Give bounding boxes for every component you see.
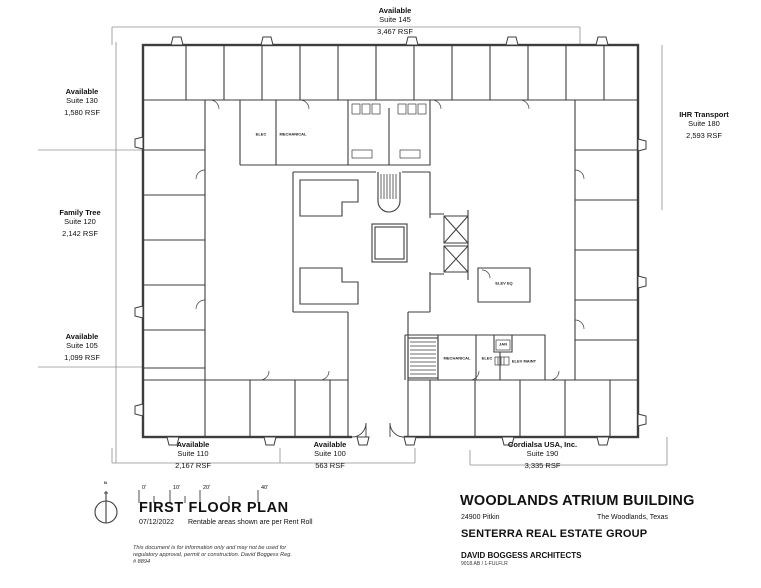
- suite-name: Available: [176, 440, 210, 449]
- rentable-areas-note: Rentable areas shown are per Rent Roll: [188, 519, 313, 526]
- suite-rsf: 3,335 RSF: [524, 461, 561, 470]
- room-label-mechanical-2: MECHANICAL: [443, 355, 471, 361]
- suite-name: Available: [313, 440, 347, 449]
- interior-walls: [143, 45, 638, 437]
- suite-number: Suite 145: [379, 15, 411, 24]
- scale-tick-0: 0': [142, 485, 147, 491]
- scale-tick-40: 40': [261, 485, 269, 491]
- room-label-elev-maint: ELEV MAINT: [511, 358, 537, 364]
- suite-number: Suite 100: [314, 449, 346, 458]
- suite-label-180: IHR Transport Suite 180 2,593 RSF: [652, 110, 756, 140]
- suite-label-105: Available Suite 105 1,099 RSF: [32, 332, 132, 362]
- suite-rsf: 3,467 RSF: [377, 27, 413, 36]
- plan-title: FIRST FLOOR PLAN: [139, 500, 289, 516]
- suite-rsf: 2,593 RSF: [686, 131, 722, 140]
- room-label-elec: ELEC: [255, 131, 267, 137]
- stairs: [377, 172, 439, 379]
- room-label-mechanical: MECHANICAL: [279, 131, 307, 137]
- suite-number: Suite 105: [66, 341, 98, 350]
- suite-label-120: Family Tree Suite 120 2,142 RSF: [25, 208, 135, 238]
- suite-rsf: 563 RSF: [315, 461, 345, 470]
- suite-number: Suite 130: [66, 96, 98, 105]
- suite-number: Suite 110: [177, 449, 209, 458]
- suite-rsf: 2,167 RSF: [175, 461, 211, 470]
- plan-date: 07/12/2022: [139, 519, 175, 526]
- suite-label-145: Available Suite 145 3,467 RSF: [345, 6, 445, 36]
- room-label-elec-2: ELEC: [481, 355, 493, 361]
- room-label-elev-eq: ELEV EQ: [495, 280, 513, 286]
- disclaimer-text: This document is for information only an…: [133, 545, 292, 565]
- building-address: 24900 Pitkin: [461, 514, 500, 521]
- leader-lines: [38, 26, 668, 466]
- scale-tick-20: 20': [203, 485, 211, 491]
- suite-rsf: 2,142 RSF: [62, 229, 98, 238]
- suite-rsf: 1,099 RSF: [64, 353, 100, 362]
- suite-rsf: 1,580 RSF: [64, 108, 100, 117]
- room-label-jan: JAN: [498, 341, 508, 347]
- suite-number: Suite 120: [64, 217, 96, 226]
- atrium-planter: [371, 223, 408, 263]
- building-city: The Woodlands, Texas: [597, 514, 668, 521]
- north-arrow-icon: [94, 491, 118, 524]
- suite-label-100: Available Suite 100 563 RSF: [280, 440, 380, 470]
- door-swings: [195, 99, 585, 381]
- suite-number: Suite 190: [526, 449, 559, 458]
- real-estate-company: SENTERRA REAL ESTATE GROUP: [461, 528, 648, 540]
- suite-name: IHR Transport: [679, 110, 729, 119]
- suite-name: Available: [65, 332, 99, 341]
- job-number: 9018.AB / 1-FULFLR: [461, 561, 508, 567]
- suite-number: Suite 180: [688, 119, 720, 128]
- scale-tick-10: 10': [173, 485, 181, 491]
- suite-name: Available: [378, 6, 412, 15]
- architect-name: DAVID BOGGESS ARCHITECTS: [461, 551, 582, 560]
- elevator-shafts: [443, 215, 469, 273]
- suite-label-130: Available Suite 130 1,580 RSF: [32, 87, 132, 117]
- suite-label-190: Cordialsa USA, Inc. Suite 190 3,335 RSF: [480, 440, 605, 470]
- restroom-fixtures: [351, 103, 511, 366]
- suite-name: Family Tree: [59, 208, 101, 217]
- north-label: N: [104, 480, 107, 485]
- suite-name: Available: [65, 87, 99, 96]
- building-name: WOODLANDS ATRIUM BUILDING: [460, 493, 695, 509]
- suite-label-110: Available Suite 110 2,167 RSF: [143, 440, 243, 470]
- scale-bar: [138, 490, 259, 503]
- column-markers: [134, 36, 647, 446]
- suite-name: Cordialsa USA, Inc.: [507, 440, 578, 449]
